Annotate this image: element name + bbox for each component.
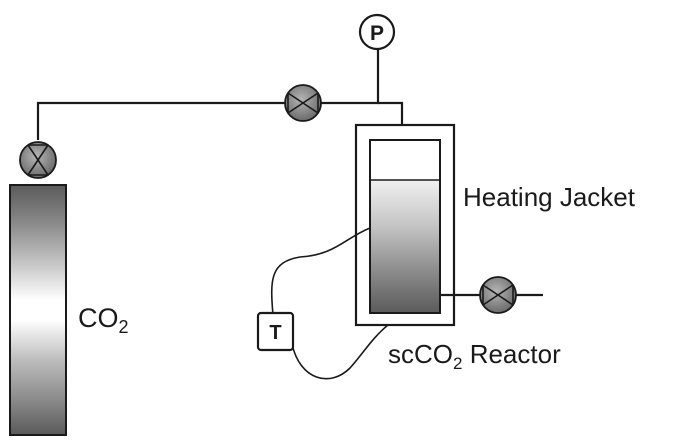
pressure-gauge: P	[358, 13, 396, 51]
co2-cylinder	[9, 184, 67, 436]
pressure-gauge-icon	[358, 13, 396, 51]
thermocouple-icon	[256, 311, 295, 352]
heating-jacket-label: Heating Jacket	[463, 182, 636, 212]
thermocouple-wire	[270, 227, 371, 316]
reactor-label-suffix: Reactor	[462, 339, 561, 369]
thermocouple: T	[256, 311, 295, 352]
thermocouple-label: T	[269, 322, 281, 344]
cylinder-valve[interactable]	[19, 141, 57, 179]
reactor-label-prefix: scCO	[388, 339, 453, 369]
outlet-valve[interactable]	[479, 276, 517, 314]
reactor-label-subscript: 2	[453, 354, 462, 373]
co2-label-subscript: 2	[119, 317, 129, 337]
supply-valve[interactable]	[284, 84, 322, 122]
reactor-fluid	[371, 180, 439, 312]
reactor-label: scCO2 Reactor	[388, 339, 561, 373]
thermocouple-return-wire	[291, 324, 389, 380]
pressure-gauge-label: P	[370, 22, 384, 45]
co2-label: CO2	[78, 303, 129, 337]
co2-label-base: CO	[78, 303, 119, 333]
supply-line	[36, 40, 380, 140]
